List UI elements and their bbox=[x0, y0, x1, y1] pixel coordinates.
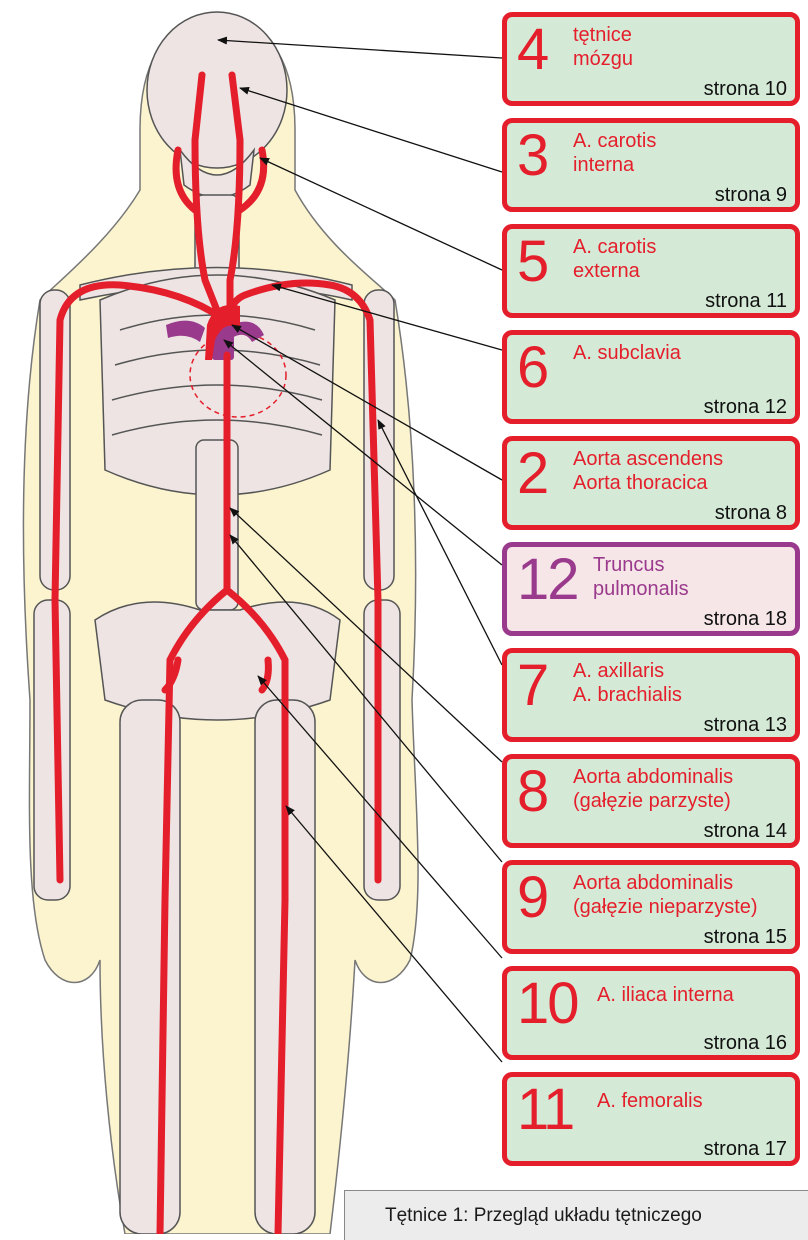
card-number: 11 bbox=[517, 1073, 573, 1147]
card-page-link[interactable]: strona 16 bbox=[704, 1031, 787, 1055]
card-number: 3 bbox=[517, 119, 547, 193]
card-aorta-abdominalis-nieparzyste[interactable]: 9 Aorta abdominalis (gałęzie nieparzyste… bbox=[502, 860, 800, 954]
card-name: tętnice mózgu bbox=[573, 23, 633, 71]
card-name: Aorta ascendens Aorta thoracica bbox=[573, 447, 723, 495]
card-name: Aorta abdominalis (gałęzie parzyste) bbox=[573, 765, 733, 813]
card-page-link[interactable]: strona 8 bbox=[715, 501, 787, 525]
skull bbox=[147, 12, 287, 168]
card-number: 8 bbox=[517, 755, 547, 829]
card-number: 9 bbox=[517, 861, 547, 935]
card-name: Truncus pulmonalis bbox=[593, 553, 689, 601]
card-name: A. femoralis bbox=[597, 1089, 703, 1113]
card-number: 6 bbox=[517, 331, 547, 405]
left-femur bbox=[120, 700, 180, 1234]
card-truncus-pulmonalis[interactable]: 12 Truncus pulmonalis strona 18 bbox=[502, 542, 800, 636]
card-aorta-abdominalis-parzyste[interactable]: 8 Aorta abdominalis (gałęzie parzyste) s… bbox=[502, 754, 800, 848]
card-femoralis[interactable]: 11 A. femoralis strona 17 bbox=[502, 1072, 800, 1166]
card-name: A. carotis interna bbox=[573, 129, 656, 177]
left-forearm bbox=[34, 600, 70, 900]
card-page-link[interactable]: strona 9 bbox=[715, 183, 787, 207]
card-page-link[interactable]: strona 18 bbox=[704, 607, 787, 631]
card-number: 10 bbox=[517, 967, 578, 1041]
card-page-link[interactable]: strona 10 bbox=[704, 77, 787, 101]
right-forearm bbox=[364, 600, 400, 900]
card-number: 2 bbox=[517, 437, 547, 511]
card-number: 7 bbox=[517, 649, 547, 723]
card-subclavia[interactable]: 6 A. subclavia strona 12 bbox=[502, 330, 800, 424]
card-number: 4 bbox=[517, 13, 547, 87]
card-page-link[interactable]: strona 12 bbox=[704, 395, 787, 419]
card-iliaca-interna[interactable]: 10 A. iliaca interna strona 16 bbox=[502, 966, 800, 1060]
card-page-link[interactable]: strona 13 bbox=[704, 713, 787, 737]
card-page-link[interactable]: strona 15 bbox=[704, 925, 787, 949]
card-name: A. iliaca interna bbox=[597, 983, 734, 1007]
card-name: A. axillaris A. brachialis bbox=[573, 659, 682, 707]
lumbar-spine bbox=[196, 440, 238, 610]
card-brain-arteries[interactable]: 4 tętnice mózgu strona 10 bbox=[502, 12, 800, 106]
card-carotis-externa[interactable]: 5 A. carotis externa strona 11 bbox=[502, 224, 800, 318]
card-carotis-interna[interactable]: 3 A. carotis interna strona 9 bbox=[502, 118, 800, 212]
card-number: 12 bbox=[517, 543, 578, 617]
figure-caption: Tętnice 1: Przegląd układu tętniczego bbox=[344, 1190, 808, 1240]
card-page-link[interactable]: strona 17 bbox=[704, 1137, 787, 1161]
card-name: A. subclavia bbox=[573, 341, 681, 365]
card-axillaris-brachialis[interactable]: 7 A. axillaris A. brachialis strona 13 bbox=[502, 648, 800, 742]
card-page-link[interactable]: strona 14 bbox=[704, 819, 787, 843]
card-aorta-thoracica[interactable]: 2 Aorta ascendens Aorta thoracica strona… bbox=[502, 436, 800, 530]
card-name: A. carotis externa bbox=[573, 235, 656, 283]
card-number: 5 bbox=[517, 225, 547, 299]
card-name: Aorta abdominalis (gałęzie nieparzyste) bbox=[573, 871, 758, 919]
card-page-link[interactable]: strona 11 bbox=[705, 289, 787, 313]
